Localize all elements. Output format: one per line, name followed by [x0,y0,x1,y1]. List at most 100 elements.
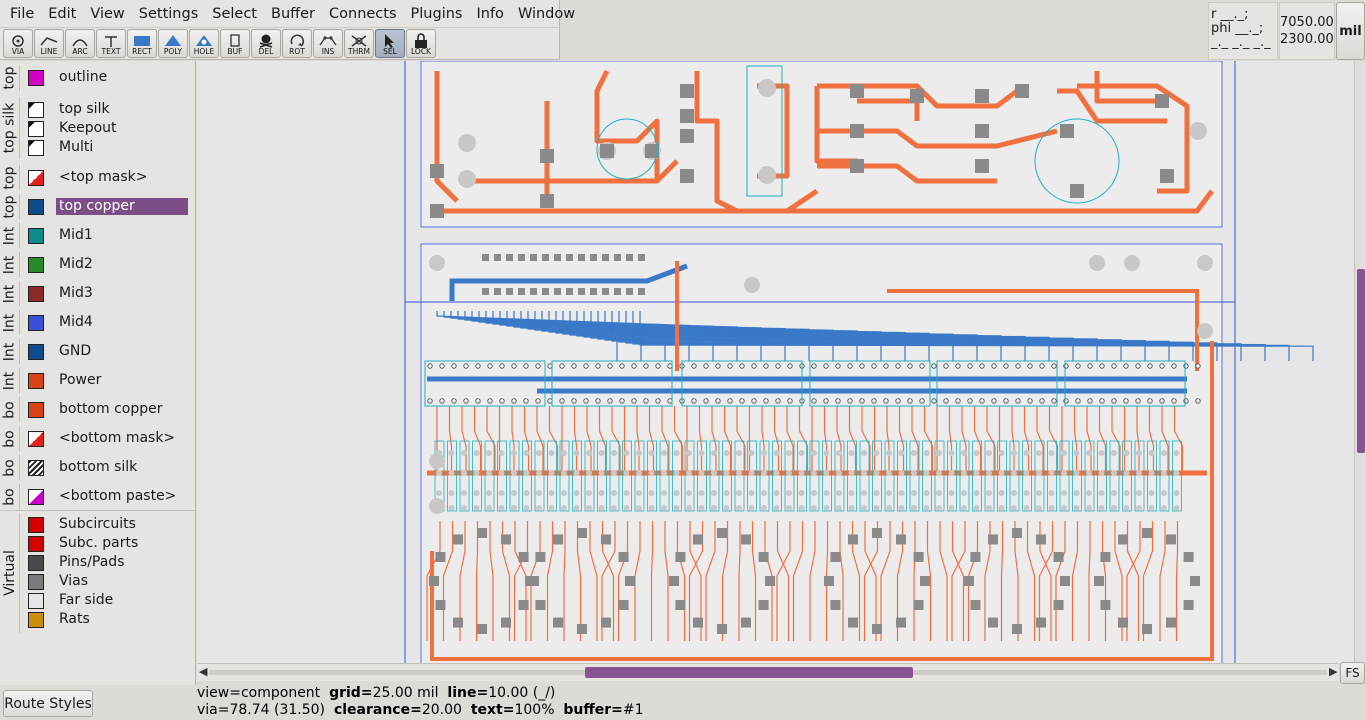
layer-color-swatch[interactable] [28,69,44,86]
layer-name[interactable]: Power [59,372,102,388]
layer-color-swatch[interactable] [28,592,44,609]
tool-hole-button[interactable]: HOLE [189,29,219,58]
layer-group-label[interactable]: bo [0,484,20,510]
layer-row-mid1[interactable]: Mid1 [24,226,96,245]
layer-color-swatch[interactable] [28,314,44,331]
menu-window[interactable]: Window [517,5,576,22]
layer-row-bottom-silk[interactable]: bottom silk [24,458,140,477]
layer-color-swatch[interactable] [28,343,44,360]
layer-name[interactable]: Rats [59,611,90,627]
virtual-row-subc-parts[interactable]: Subc. parts [24,534,141,553]
layer-group-label[interactable]: Int [0,339,20,364]
layer-color-swatch[interactable] [28,101,44,118]
layer-name[interactable]: Multi [59,139,94,155]
horizontal-scroll-thumb[interactable] [585,667,913,678]
scroll-left-arrow-icon[interactable]: ◀ [199,665,208,678]
layer-name[interactable]: Keepout [59,120,117,136]
tool-ins-button[interactable]: INS [313,29,343,58]
layer-group-label[interactable]: top silk [0,97,20,159]
layer-group-label[interactable]: Int [0,281,20,306]
tool-arc-button[interactable]: ARC [65,29,95,58]
virtual-row-pins-pads[interactable]: Pins/Pads [24,553,127,572]
layer-group-label[interactable]: top [0,65,20,91]
tool-sel-button[interactable]: SEL [375,29,405,58]
layer-row-power[interactable]: Power [24,371,104,390]
virtual-row-rats[interactable]: Rats [24,610,93,629]
layer-name[interactable]: Subcircuits [59,516,136,532]
layer-name[interactable]: Mid3 [59,285,93,301]
tool-rect-button[interactable]: RECT [127,29,157,58]
layer-group-label[interactable]: top [0,194,20,219]
menu-info[interactable]: Info [476,5,504,22]
tool-poly-button[interactable]: POLY [158,29,188,58]
menu-edit[interactable]: Edit [48,5,77,22]
tool-text-button[interactable]: TEXT [96,29,126,58]
scroll-right-arrow-icon[interactable]: ▶ [1329,665,1338,678]
layer-row-bottom-copper[interactable]: bottom copper [24,400,166,419]
layer-color-swatch[interactable] [28,120,44,137]
layer-color-swatch[interactable] [28,227,44,244]
layer-name[interactable]: top silk [59,101,110,117]
route-styles-button[interactable]: Route Styles [3,690,93,717]
layer-name[interactable]: Far side [59,592,114,608]
layer-name[interactable]: top copper [56,198,188,215]
layer-row-outline[interactable]: outline [24,68,110,87]
layer-row--bottom-paste-[interactable]: <bottom paste> [24,487,179,506]
layer-name[interactable]: Subc. parts [59,535,139,551]
horizontal-scrollbar[interactable]: ◀ ▶ [197,663,1339,681]
layer-color-swatch[interactable] [28,285,44,302]
layer-group-label[interactable]: bo [0,426,20,451]
unit-toggle-button[interactable]: mil [1336,2,1365,60]
layer-group-label[interactable]: bo [0,397,20,422]
menu-view[interactable]: View [90,5,125,22]
tool-del-button[interactable]: DEL [251,29,281,58]
tool-thrm-button[interactable]: THRM [344,29,374,58]
layer-color-swatch[interactable] [28,430,44,447]
virtual-row-subcircuits[interactable]: Subcircuits [24,515,139,534]
layer-name[interactable]: <bottom mask> [59,430,176,446]
tool-line-button[interactable]: LINE [34,29,64,58]
menu-file[interactable]: File [10,5,35,22]
layer-name[interactable]: Mid2 [59,256,93,272]
layer-color-swatch[interactable] [28,401,44,418]
layer-row--bottom-mask-[interactable]: <bottom mask> [24,429,178,448]
layer-row-mid4[interactable]: Mid4 [24,313,96,332]
layer-name[interactable]: outline [59,69,108,85]
layer-row--top-mask-[interactable]: <top mask> [24,168,150,187]
layer-group-label[interactable]: Int [0,223,20,248]
layer-group-label[interactable]: bo [0,455,20,480]
layer-name[interactable]: Mid4 [59,314,93,330]
layer-group-label[interactable]: Int [0,252,20,277]
layer-color-swatch[interactable] [28,256,44,273]
tool-rot-button[interactable]: ROT [282,29,312,58]
layer-group-label[interactable]: Int [0,310,20,335]
layer-row-top-silk[interactable]: top silk [24,100,113,119]
layer-name[interactable]: bottom silk [59,459,138,475]
menu-settings[interactable]: Settings [138,5,199,22]
tool-buf-button[interactable]: BUF [220,29,250,58]
layer-color-swatch[interactable] [28,516,44,533]
layer-name[interactable]: <top mask> [59,169,148,185]
layer-name[interactable]: <bottom paste> [59,488,177,504]
layer-color-swatch[interactable] [28,488,44,505]
layer-color-swatch[interactable] [28,535,44,552]
tool-lock-button[interactable]: LOCK [406,29,436,58]
layer-row-gnd[interactable]: GND [24,342,94,361]
layer-row-mid2[interactable]: Mid2 [24,255,96,274]
layer-color-swatch[interactable] [28,169,44,186]
layer-row-mid3[interactable]: Mid3 [24,284,96,303]
tool-via-button[interactable]: VIA [3,29,33,58]
layer-color-swatch[interactable] [28,139,44,156]
vertical-scroll-thumb[interactable] [1357,269,1365,453]
fullscreen-button[interactable]: FS [1340,662,1365,684]
layer-color-swatch[interactable] [28,554,44,571]
virtual-row-vias[interactable]: Vias [24,572,91,591]
vertical-scrollbar[interactable] [1354,61,1366,663]
layer-name[interactable]: bottom copper [59,401,163,417]
pcb-board-drawing[interactable] [197,61,1354,663]
menu-select[interactable]: Select [212,5,257,22]
layer-group-label[interactable]: Int [0,368,20,393]
layer-color-swatch[interactable] [28,573,44,590]
layer-color-swatch[interactable] [28,459,44,476]
pcb-canvas[interactable] [197,61,1354,663]
